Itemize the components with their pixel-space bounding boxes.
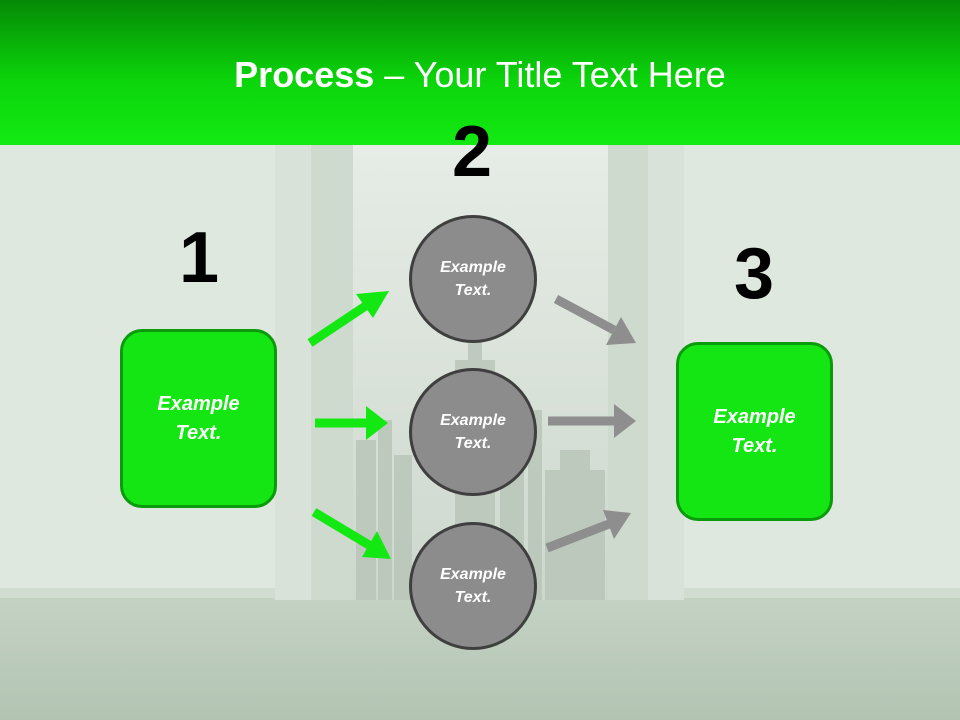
step-1-box: Example Text. — [120, 329, 277, 508]
gray-arrow-down — [553, 295, 636, 345]
title-bold: Process — [234, 54, 375, 95]
circle-middle: Example Text. — [409, 368, 537, 496]
title-bar — [0, 0, 960, 145]
title-rest: – Your Title Text Here — [374, 54, 726, 95]
step-number-3: 3 — [733, 234, 775, 314]
slide-title: Process – Your Title Text Here — [0, 52, 960, 98]
green-arrow-right — [315, 406, 388, 440]
green-arrow-up — [307, 291, 389, 347]
gray-arrow-right — [548, 404, 636, 438]
circle-top: Example Text. — [409, 215, 537, 343]
step-number-2: 2 — [451, 112, 493, 192]
step-3-text: Example Text. — [713, 405, 796, 457]
gray-arrow-up — [545, 510, 631, 553]
step-number-1: 1 — [178, 218, 220, 298]
circle-top-text: Example Text. — [440, 259, 506, 299]
circle-bottom-text: Example Text. — [440, 566, 506, 606]
step-1-text: Example Text. — [157, 392, 240, 444]
green-arrow-down — [311, 508, 391, 559]
circle-bottom: Example Text. — [409, 522, 537, 650]
step-3-box: Example Text. — [676, 342, 833, 521]
circle-middle-text: Example Text. — [440, 412, 506, 452]
